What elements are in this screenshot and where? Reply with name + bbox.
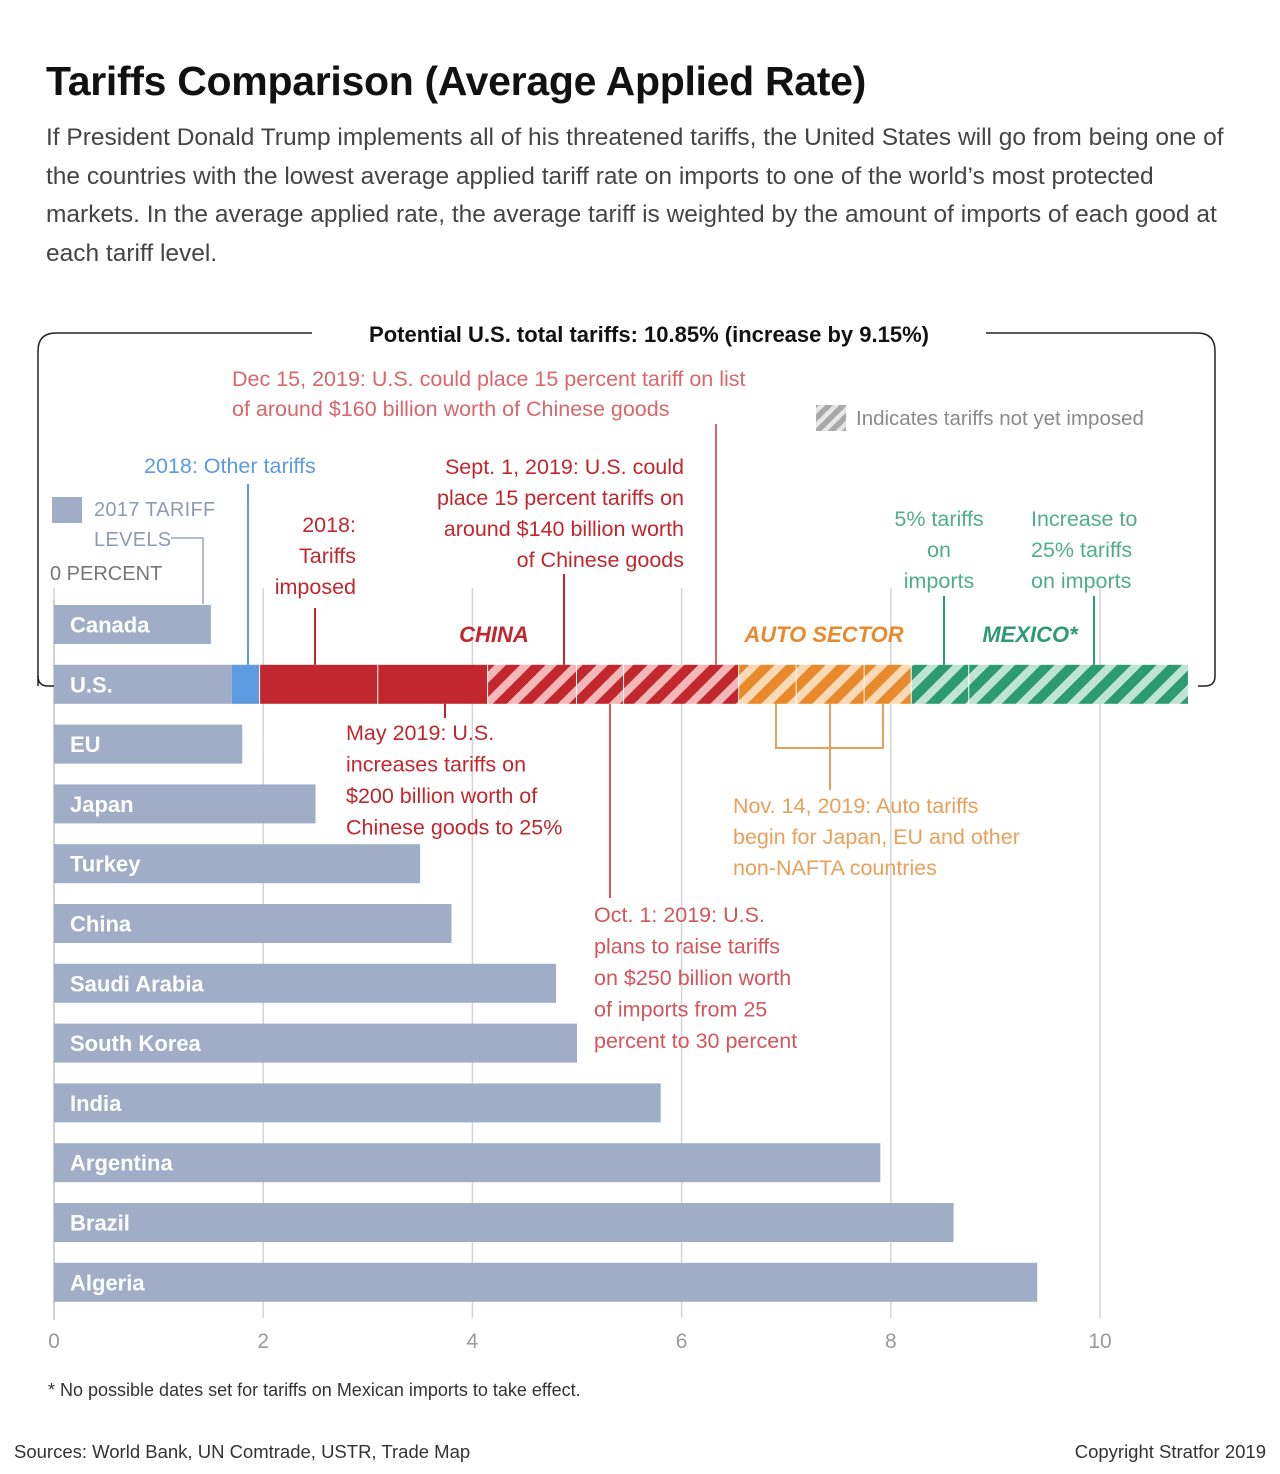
annotation-imposed2018: imposed (275, 575, 356, 599)
annotation-oct1: Oct. 1: 2019: U.S. (594, 903, 765, 927)
us-stack-segment (378, 664, 489, 704)
sources: Sources: World Bank, UN Comtrade, USTR, … (14, 1441, 471, 1462)
us-stack-segment (577, 664, 625, 704)
bracket-left-foot (37, 675, 54, 687)
base-legend-label: LEVELS (94, 529, 171, 551)
bracket-left (37, 332, 312, 686)
us-stack-segment (739, 664, 797, 704)
annotation-mex25: on imports (1031, 569, 1131, 593)
annotation-other2018: 2018: Other tariffs (144, 454, 316, 478)
group-label-auto: AUTO SECTOR (743, 622, 903, 647)
x-tick-label: 0 (48, 1330, 60, 1353)
category-label: Japan (70, 792, 134, 817)
x-tick-label: 2 (257, 1330, 269, 1353)
copyright: Copyright Stratfor 2019 (1074, 1441, 1266, 1462)
chart-title: Tariffs Comparison (Average Applied Rate… (46, 58, 866, 104)
us-stack-segment (796, 664, 865, 704)
annotation-dec15: of around $160 billion worth of Chinese … (232, 397, 669, 421)
annotation-nov14: non-NAFTA countries (733, 856, 937, 880)
us-stack-segment (864, 664, 912, 704)
category-label: U.S. (70, 672, 113, 697)
base-legend-leader (171, 537, 204, 604)
footnote: * No possible dates set for tariffs on M… (48, 1380, 581, 1400)
category-label: Canada (70, 613, 150, 638)
group-label-china: CHINA (459, 622, 529, 647)
category-label: EU (70, 732, 101, 757)
category-label: Brazil (70, 1211, 130, 1236)
annotation-nov14: Nov. 14, 2019: Auto tariffs (733, 794, 978, 818)
hatch-legend-label: Indicates tariffs not yet imposed (856, 407, 1144, 430)
bar (54, 1083, 661, 1123)
base-legend-label: 2017 TARIFF (94, 499, 216, 521)
annotation-may2019: Chinese goods to 25% (346, 816, 562, 840)
category-label: India (70, 1091, 122, 1116)
annotation-mex5: imports (904, 569, 974, 593)
bar (54, 1203, 954, 1242)
us-stack-segment (911, 664, 970, 704)
us-stack-segment (231, 664, 261, 704)
bar (54, 605, 211, 644)
annotation-oct1: plans to raise tariffs (594, 935, 780, 959)
bar (54, 1143, 881, 1183)
annotation-mex5: 5% tariffs (894, 507, 983, 531)
annotation-may2019: increases tariffs on (346, 753, 526, 777)
bar (54, 1262, 1038, 1302)
us-stack-segment (488, 664, 577, 704)
annotation-mex25: Increase to (1031, 507, 1137, 531)
category-label: China (70, 912, 132, 937)
annotation-oct1: on $250 billion worth (594, 966, 791, 990)
annotation-sept1: of Chinese goods (517, 548, 684, 572)
bar (54, 844, 421, 884)
zero-percent-label: 0 PERCENT (50, 563, 162, 585)
x-tick-label: 8 (885, 1330, 897, 1353)
chart-subtitle: If President Donald Trump implements all… (46, 124, 1224, 267)
annotation-nov14: begin for Japan, EU and other (733, 825, 1020, 849)
us-stack-segment (260, 664, 379, 704)
annotation-sept1: place 15 percent tariffs on (437, 486, 684, 510)
bar (54, 664, 232, 704)
annotation-oct1: of imports from 25 (594, 998, 767, 1022)
annotation-sept1: around $140 billion worth (444, 517, 684, 541)
bar (54, 963, 557, 1003)
annotation-mex25: 25% tariffs (1031, 538, 1132, 562)
bar (54, 904, 452, 943)
category-label: Algeria (70, 1270, 145, 1295)
bar (54, 724, 243, 764)
category-label: Saudi Arabia (70, 971, 204, 996)
annotation-imposed2018: Tariffs (299, 544, 356, 568)
x-tick-label: 4 (467, 1330, 479, 1353)
annotation-mex5: on (927, 538, 951, 562)
annotation-imposed2018: 2018: (302, 513, 356, 537)
annotation-may2019: May 2019: U.S. (346, 721, 494, 745)
base-legend-swatch (52, 497, 82, 523)
group-label-mexico: MEXICO* (982, 622, 1079, 647)
x-tick-label: 10 (1088, 1330, 1111, 1353)
us-stack-segment (969, 664, 1189, 704)
bar (54, 784, 316, 824)
x-tick-label: 6 (676, 1330, 688, 1353)
category-label: South Korea (70, 1031, 202, 1056)
annotation-dec15: Dec 15, 2019: U.S. could place 15 percen… (232, 367, 746, 391)
annotation-oct1: percent to 30 percent (594, 1029, 797, 1053)
bracket-label: Potential U.S. total tariffs: 10.85% (in… (369, 322, 929, 347)
category-label: Argentina (70, 1151, 173, 1176)
annotation-sept1: Sept. 1, 2019: U.S. could (445, 455, 684, 479)
bar (54, 1023, 577, 1063)
us-stack-segment (624, 664, 740, 704)
bracket-right (986, 332, 1216, 687)
hatch-legend-swatch (816, 405, 846, 431)
category-label: Turkey (70, 852, 141, 877)
annotation-may2019: $200 billion worth of (346, 784, 537, 808)
